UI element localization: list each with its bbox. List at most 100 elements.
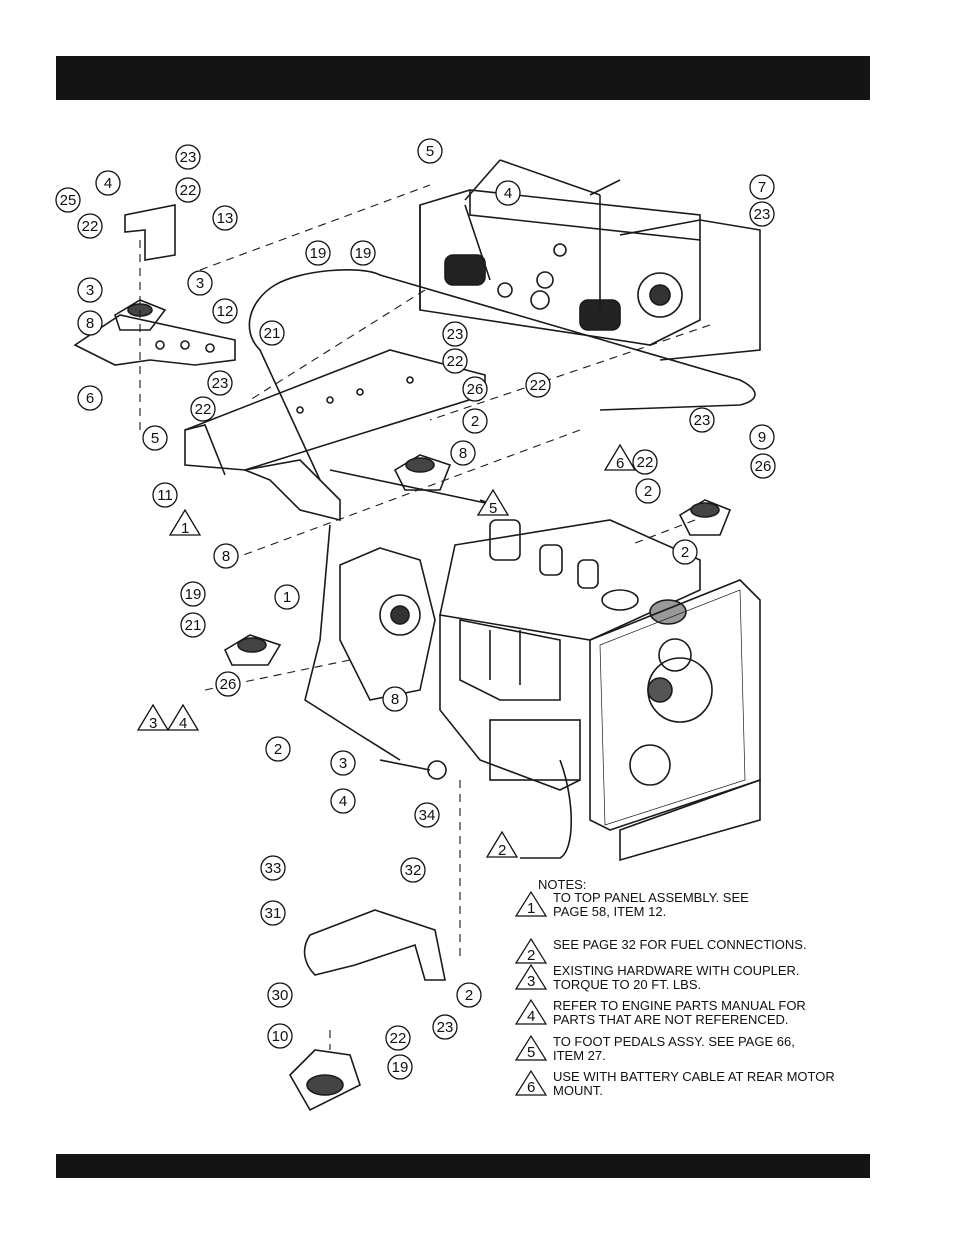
callout-4: 4 <box>495 180 521 206</box>
note-item-2: 2 SEE PAGE 32 FOR FUEL CONNECTIONS. <box>514 937 807 964</box>
footer-bar <box>56 1154 870 1178</box>
note-triangle <box>514 998 548 1025</box>
callout-number: 6 <box>86 390 94 407</box>
callout-number: 31 <box>265 905 282 922</box>
callout-number: 5 <box>151 430 159 447</box>
callout-34: 34 <box>414 802 440 828</box>
callout-number: 2 <box>274 741 282 758</box>
callout-23: 23 <box>175 144 201 170</box>
callout-23: 23 <box>749 201 775 227</box>
radiator-assembly <box>589 579 761 862</box>
engine-assembly <box>439 519 701 791</box>
callout-19: 19 <box>180 581 206 607</box>
callout-number: 13 <box>217 210 234 227</box>
note-number: 5 <box>527 1044 535 1061</box>
note-number: 6 <box>527 1079 535 1096</box>
diagram-note-markers <box>136 443 637 858</box>
notes-title: NOTES: <box>538 877 586 892</box>
note-number: 2 <box>527 947 535 964</box>
callout-31: 31 <box>260 900 286 926</box>
note-triangle <box>514 1069 548 1096</box>
callout-19: 19 <box>305 240 331 266</box>
note-text-line: SEE PAGE 32 FOR FUEL CONNECTIONS. <box>553 937 807 952</box>
callout-9: 9 <box>749 424 775 450</box>
callout-number: 30 <box>272 987 289 1004</box>
callout-number: 26 <box>467 381 484 398</box>
mounting-plate-11 <box>184 349 486 471</box>
callout-26: 26 <box>750 453 776 479</box>
marker-5-text: 5 <box>489 500 497 517</box>
callout-2: 2 <box>462 408 488 434</box>
callout-number: 3 <box>196 275 204 292</box>
callout-21: 21 <box>180 612 206 638</box>
callout-22: 22 <box>77 213 103 239</box>
bracket-plate-12 <box>73 314 236 366</box>
callout-number: 11 <box>157 487 173 504</box>
callout-number: 8 <box>459 445 467 462</box>
callout-number: 32 <box>405 862 422 879</box>
note-item-6: 6 USE WITH BATTERY CABLE AT REAR MOTORMOU… <box>514 1069 835 1098</box>
note-text-line: REFER TO ENGINE PARTS MANUAL FOR <box>553 998 806 1013</box>
callout-number: 22 <box>390 1030 407 1047</box>
note-text-line: EXISTING HARDWARE WITH COUPLER. <box>553 963 800 978</box>
callout-number: 19 <box>355 245 372 262</box>
callout-number: 3 <box>339 755 347 772</box>
callout-2: 2 <box>456 982 482 1008</box>
callout-23: 23 <box>442 321 468 347</box>
callout-number: 3 <box>86 282 94 299</box>
callout-22: 22 <box>175 177 201 203</box>
callout-number: 23 <box>694 412 711 429</box>
callout-number: 1 <box>283 589 291 606</box>
marker-4-text: 4 <box>179 715 187 732</box>
callout-22: 22 <box>190 396 216 422</box>
callout-number: 19 <box>185 586 202 603</box>
bracket-10 <box>303 909 446 981</box>
callout-number: 2 <box>471 413 479 430</box>
callout-number: 8 <box>86 315 94 332</box>
callout-number: 2 <box>644 483 652 500</box>
marker-1-text: 1 <box>181 520 189 537</box>
callout-8: 8 <box>450 440 476 466</box>
callout-number: 22 <box>82 218 99 235</box>
note-number: 4 <box>527 1008 535 1025</box>
note-text-line: USE WITH BATTERY CABLE AT REAR MOTOR <box>553 1069 835 1084</box>
callout-1: 1 <box>274 584 300 610</box>
callout-number: 19 <box>392 1059 409 1076</box>
callout-number: 9 <box>758 429 766 446</box>
callout-5: 5 <box>417 138 443 164</box>
callout-26: 26 <box>462 376 488 402</box>
note-text-line: TO FOOT PEDALS ASSY. SEE PAGE 66, <box>553 1034 795 1049</box>
callout-number: 4 <box>339 793 347 810</box>
callout-7: 7 <box>749 174 775 200</box>
marker-2-text: 2 <box>498 842 506 859</box>
callout-number: 26 <box>220 676 237 693</box>
callout-number: 22 <box>637 454 654 471</box>
note-text-line: PAGE 58, ITEM 12. <box>553 904 666 919</box>
callout-8: 8 <box>213 543 239 569</box>
callout-number: 22 <box>447 353 464 370</box>
callout-22: 22 <box>525 372 551 398</box>
callout-12: 12 <box>212 298 238 324</box>
callout-number: 2 <box>465 987 473 1004</box>
marker-3-text: 3 <box>149 715 157 732</box>
note-text-line: MOUNT. <box>553 1083 603 1098</box>
callout-number: 22 <box>180 182 197 199</box>
control-valve-assembly <box>419 159 761 361</box>
callout-22: 22 <box>442 348 468 374</box>
callout-number: 7 <box>758 179 766 196</box>
callout-22: 22 <box>632 449 658 475</box>
callout-5: 5 <box>142 425 168 451</box>
callout-22: 22 <box>385 1025 411 1051</box>
note-triangle <box>514 890 548 917</box>
callout-13: 13 <box>212 205 238 231</box>
callout-number: 22 <box>530 377 547 394</box>
header-bar <box>56 56 870 100</box>
note-number: 1 <box>527 900 535 917</box>
callout-3: 3 <box>187 270 213 296</box>
callout-number: 8 <box>222 548 230 565</box>
